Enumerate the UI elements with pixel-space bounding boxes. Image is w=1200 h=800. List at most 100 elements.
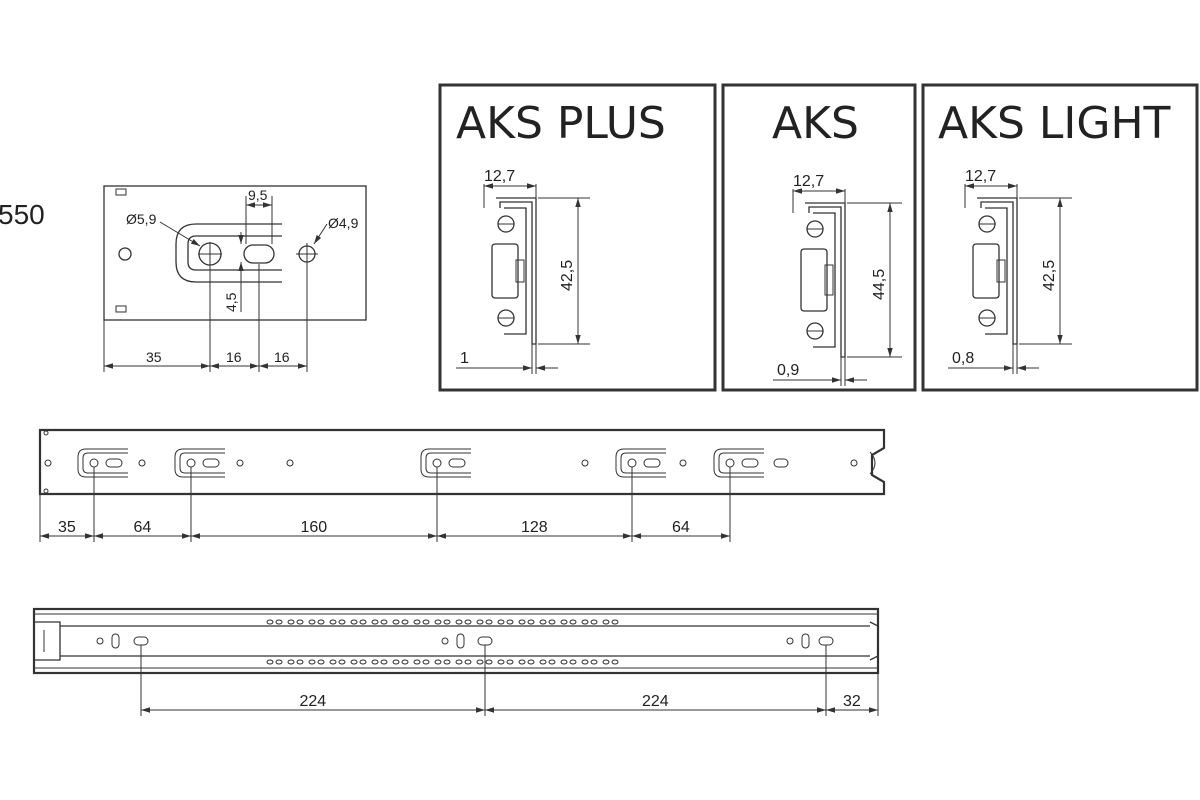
ball — [338, 619, 346, 625]
ball — [611, 619, 619, 625]
ball — [296, 659, 304, 665]
rail-dim-4: 128 — [521, 519, 548, 536]
slide-dim-2: 224 — [642, 693, 669, 710]
ball — [455, 619, 463, 625]
ball — [497, 659, 505, 665]
ball — [296, 619, 304, 625]
inner-rail — [800, 248, 828, 312]
ball — [422, 659, 430, 665]
ball — [527, 659, 535, 665]
inner-rail — [972, 243, 1000, 299]
rail-outline — [38, 428, 886, 496]
profile-title: AKS PLUS — [456, 98, 666, 149]
length-label: 550 — [0, 199, 45, 230]
ball — [329, 659, 337, 665]
ball — [497, 619, 505, 625]
mounting-slot — [713, 448, 764, 478]
ball — [413, 619, 421, 625]
ball — [476, 659, 484, 665]
ball — [422, 619, 430, 625]
rail-top-view: 35 64 160 128 64 — [38, 428, 886, 542]
ball — [485, 659, 493, 665]
profile-frame — [921, 83, 1199, 392]
ball — [611, 659, 619, 665]
rail-dim-3: 160 — [301, 519, 328, 536]
ball — [380, 659, 388, 665]
profile-title: AKS LIGHT — [938, 98, 1171, 149]
profile-height: 42,5 — [1041, 260, 1058, 291]
profile-thickness: 0,8 — [952, 350, 974, 367]
ball — [518, 619, 526, 625]
ball — [602, 619, 610, 625]
ball — [506, 659, 514, 665]
ball — [581, 619, 589, 625]
ball — [560, 619, 568, 625]
ball — [527, 619, 535, 625]
ball — [371, 659, 379, 665]
ball — [590, 659, 598, 665]
ball — [392, 619, 400, 625]
mounting-slot — [615, 448, 666, 478]
slide-slot — [133, 636, 149, 646]
mounting-slot — [174, 448, 225, 478]
ball — [434, 659, 442, 665]
ball — [455, 659, 463, 665]
ball — [548, 619, 556, 625]
ball — [401, 659, 409, 665]
bracket-hole-left — [118, 247, 132, 261]
slide-hole — [96, 637, 104, 645]
slot-9-5 — [243, 244, 275, 264]
ball — [560, 659, 568, 665]
rail-dim-5: 64 — [672, 519, 690, 536]
profile-frame — [721, 83, 917, 392]
ball — [569, 619, 577, 625]
rail-dim-2: 64 — [134, 519, 152, 536]
ball — [464, 619, 472, 625]
ball — [380, 619, 388, 625]
ball — [266, 619, 274, 625]
slide-dim-1: 224 — [300, 693, 327, 710]
slide-dim-3: 32 — [843, 693, 861, 710]
profile-frame — [438, 83, 717, 392]
bracket-outline — [103, 185, 367, 321]
mounting-slot — [77, 448, 128, 478]
slide-slot — [818, 636, 834, 646]
ball — [338, 659, 346, 665]
ball — [359, 659, 367, 665]
ball — [308, 659, 316, 665]
ball — [266, 659, 274, 665]
slide-slot — [477, 636, 493, 646]
ball — [275, 619, 283, 625]
mount-detail: Ø5,9 Ø4,9 9,5 4,5 35 16 16 — [103, 185, 367, 372]
ball — [569, 659, 577, 665]
ball — [329, 619, 337, 625]
ball — [464, 659, 472, 665]
ball — [350, 659, 358, 665]
ball — [548, 659, 556, 665]
ball — [371, 619, 379, 625]
profile-title: AKS — [772, 98, 859, 149]
mount-dim-3: 16 — [274, 349, 290, 365]
profile-width: 12,7 — [965, 168, 996, 185]
ball — [317, 619, 325, 625]
rail-dim-1: 35 — [58, 519, 76, 536]
ball — [359, 619, 367, 625]
slide-slot — [111, 633, 120, 649]
mount-dim-2: 16 — [226, 349, 242, 365]
ball — [485, 619, 493, 625]
slot-height-label: 4,5 — [223, 292, 239, 312]
ball — [539, 619, 547, 625]
profile-height: 44,5 — [871, 269, 888, 300]
profile-width: 12,7 — [793, 173, 824, 190]
ball — [590, 619, 598, 625]
ball — [401, 619, 409, 625]
ball — [506, 619, 514, 625]
slot-width-label: 9,5 — [248, 187, 268, 203]
slide-slot — [801, 633, 810, 649]
ball — [308, 619, 316, 625]
ball — [539, 659, 547, 665]
slide-hole — [786, 637, 794, 645]
